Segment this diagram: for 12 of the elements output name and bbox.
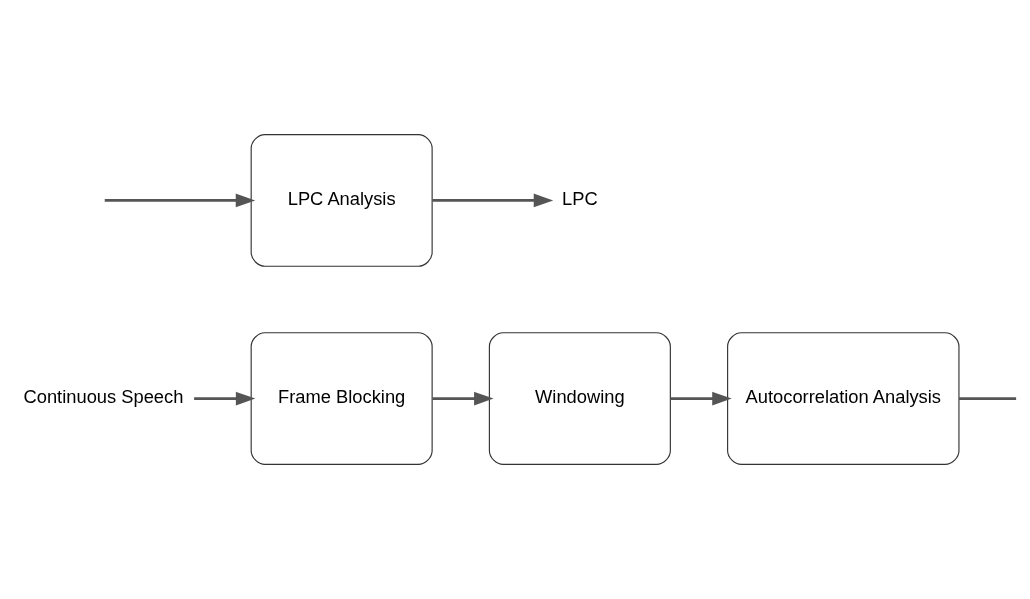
node-text: Continuous Speech	[23, 385, 184, 407]
connector	[959, 397, 1017, 400]
arrow	[104, 193, 256, 208]
node-box: Windowing	[488, 332, 671, 465]
node-box: Frame Blocking	[250, 332, 433, 465]
node-box: LPC Analysis	[250, 134, 433, 267]
arrow	[194, 391, 256, 406]
node-box: Autocorrelation Analysis	[727, 332, 960, 465]
arrow	[432, 193, 554, 208]
arrow	[670, 391, 732, 406]
node-text: LPC	[562, 187, 598, 209]
arrow	[432, 391, 494, 406]
